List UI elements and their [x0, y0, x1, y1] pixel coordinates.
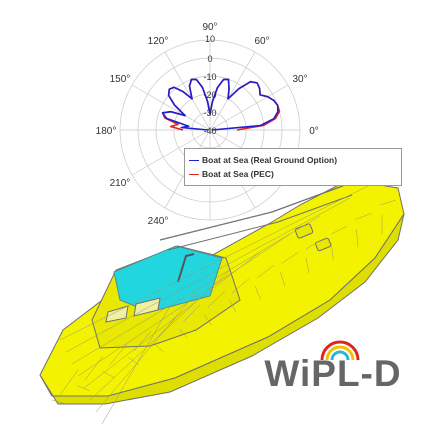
polar-radial-tick-label: 0 — [207, 54, 212, 64]
polar-radial-tick-label: 10 — [205, 34, 215, 44]
boat-mast — [177, 253, 195, 283]
mesh-line — [59, 369, 79, 396]
polar-radial-tick-label: -30 — [203, 108, 216, 118]
boat-window — [105, 305, 129, 323]
legend-item: Boat at Sea (PEC) — [189, 167, 397, 181]
mesh-line — [232, 278, 250, 293]
mesh-line — [51, 399, 67, 405]
mesh-line — [83, 251, 261, 389]
logo-arc-red — [320, 340, 360, 361]
mesh-line — [101, 305, 171, 425]
polar-series-line — [161, 78, 279, 131]
mesh-line — [59, 179, 381, 341]
polar-grid-spoke — [131, 84, 211, 131]
polar-grid-spoke — [209, 84, 289, 131]
mesh-line — [77, 385, 91, 392]
polar-radial-tick-label: -20 — [203, 90, 216, 100]
boat-cabin-roof — [113, 245, 223, 313]
logo-arcs-icon — [320, 340, 360, 361]
polar-radial-tick-label: -40 — [203, 126, 216, 136]
mesh-line — [207, 291, 225, 308]
mesh-line — [71, 215, 321, 365]
boat-rail — [159, 183, 349, 241]
polar-angle-label: 240° — [148, 216, 169, 227]
polar-angle-label: 120° — [148, 36, 169, 47]
legend-item: Boat at Sea (Real Ground Option) — [189, 153, 397, 167]
polar-series-group — [161, 78, 281, 131]
polar-radial-ticks: 10 0 -10 -20 -30 -40 — [203, 34, 216, 136]
polar-grid-spoke — [209, 51, 256, 131]
polar-angle-label: 60° — [254, 36, 269, 47]
polar-grid-spoke — [131, 129, 211, 176]
boat-rail — [167, 194, 353, 251]
mesh-line — [153, 342, 164, 352]
legend-label: Boat at Sea (Real Ground Option) — [202, 155, 338, 165]
polar-grid — [119, 39, 301, 221]
mesh-line — [256, 265, 274, 279]
mesh-line — [133, 330, 152, 352]
legend-swatch-red — [189, 173, 199, 175]
polar-angle-labels: 0° 30° 60° 90° 120° 150° 180° 210° 240° — [96, 22, 319, 227]
mesh-line — [330, 225, 348, 235]
polar-radial-tick-label: -10 — [203, 72, 216, 82]
mesh-line — [306, 239, 323, 250]
mesh-line — [77, 233, 291, 377]
mesh-line — [330, 243, 334, 261]
legend-swatch-blue — [189, 159, 199, 161]
polar-angle-label: 30° — [293, 74, 308, 85]
boat-mesh-lines — [51, 179, 397, 425]
logo-text: WiPL-D — [264, 353, 402, 394]
legend-label: Boat at Sea (PEC) — [202, 169, 274, 179]
mesh-line — [379, 199, 397, 206]
chart-legend: Boat at Sea (Real Ground Option) Boat at… — [184, 148, 402, 186]
mesh-line — [89, 269, 231, 401]
polar-angle-label: 150° — [110, 74, 131, 85]
polar-angle-label: 180° — [96, 126, 117, 137]
mesh-line — [84, 356, 103, 381]
mesh-line — [65, 197, 351, 353]
boat-illustration — [39, 179, 405, 425]
mesh-line — [254, 286, 261, 300]
mesh-line — [178, 328, 188, 339]
wipl-d-logo: WiPL-D — [258, 332, 408, 402]
mesh-line — [109, 343, 128, 366]
mesh-line — [229, 300, 237, 313]
polar-angle-label: 0° — [309, 126, 319, 137]
polar-angle-label: 210° — [110, 178, 131, 189]
logo-arc-cyan — [330, 350, 350, 361]
mesh-line — [356, 229, 358, 248]
mesh-line — [102, 371, 115, 379]
mesh-line — [355, 212, 372, 220]
mesh-line — [95, 287, 201, 413]
mesh-line — [182, 304, 201, 323]
polar-angle-label: 90° — [202, 22, 217, 33]
boat-hatch — [294, 223, 314, 239]
mesh-line — [204, 314, 213, 326]
polar-plot: 10 0 -10 -20 -30 -40 0° 30° 60° 90° 120° 150° 180° 2… — [96, 22, 319, 227]
boat-hull-side — [39, 213, 405, 405]
logo-arc-yellow — [325, 345, 355, 361]
mesh-line — [281, 252, 299, 264]
polar-grid-spoke — [164, 51, 211, 131]
mesh-line — [305, 257, 310, 274]
mesh-line — [280, 271, 286, 287]
